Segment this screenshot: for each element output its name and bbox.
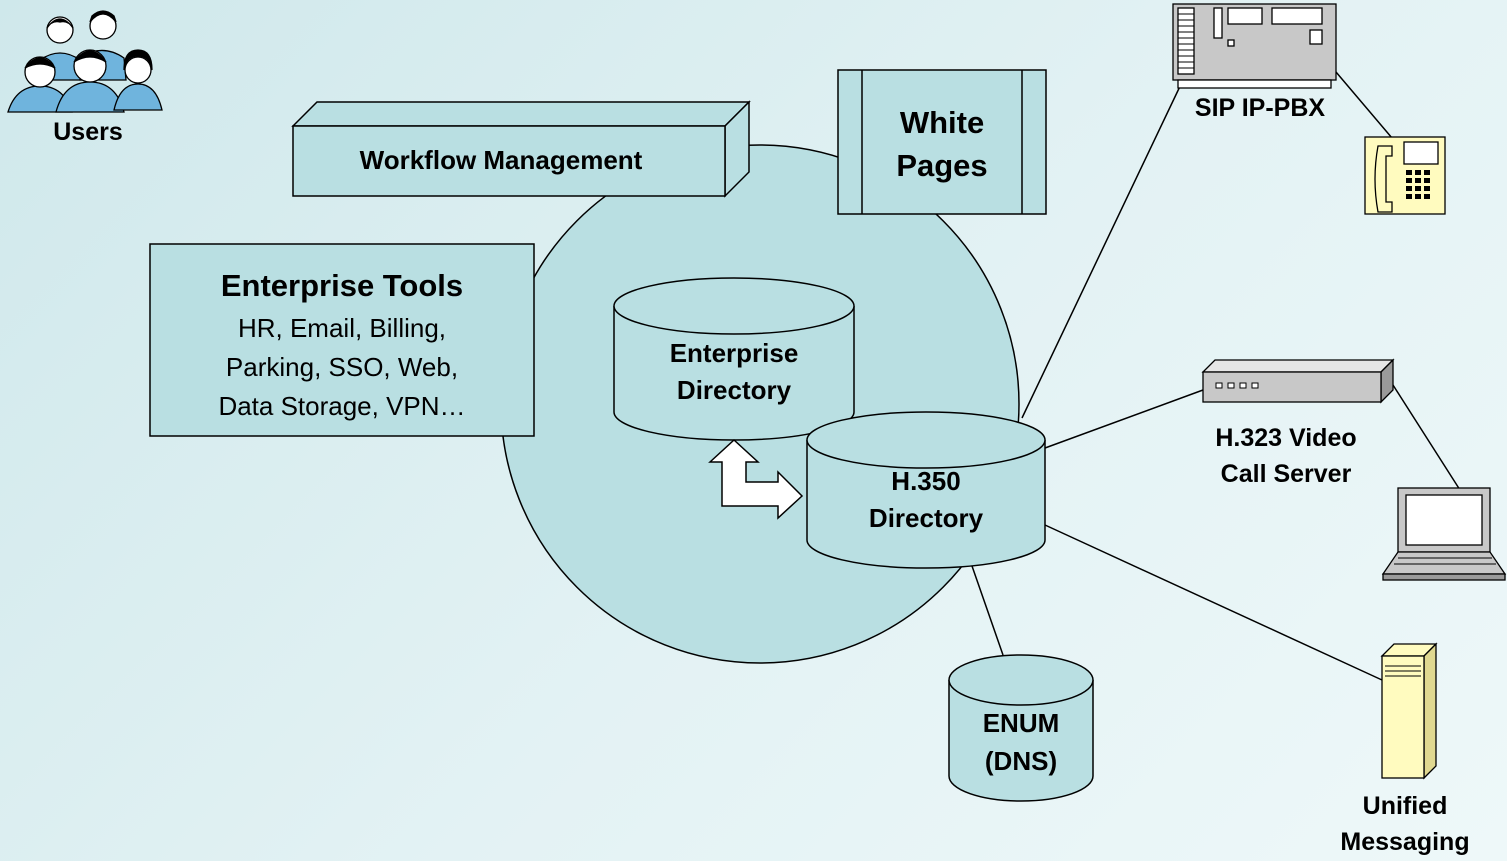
enum-line2: (DNS) [985,746,1057,776]
people-icon [7,10,163,113]
line-h350-enum [971,565,1004,656]
users-label: Users [53,118,123,146]
enterprise-directory-cylinder: Enterprise Directory [613,277,855,441]
enterprise-tools-line-3: Data Storage, VPN… [218,391,465,421]
line-h350-unified [1044,524,1383,681]
white-pages-line2: Pages [896,148,987,183]
video-server-icon [1201,358,1395,404]
workflow-management-box: Workflow Management [291,100,751,198]
phone-icon [1364,136,1446,215]
line-h350-sip [1021,79,1184,419]
line-sip-phone [1335,71,1393,139]
sync-arrow [708,438,804,520]
enterprise-tools-box: Enterprise Tools HR, Email, Billing, Par… [149,243,535,437]
laptop-icon [1381,487,1507,581]
enterprise-tools-line-2: Parking, SSO, Web, [226,352,458,382]
line-h350-h323 [1044,389,1204,449]
server-tower-icon [1380,642,1438,780]
white-pages-line1: White [900,105,984,140]
enum-line1: ENUM [983,708,1060,738]
sip-label: SIP IP-PBX [1195,94,1325,122]
h323-line1: H.323 Video [1215,424,1356,452]
line-h323-laptop [1392,384,1461,491]
connectors [971,71,1461,681]
enterprise-directory-line1: Enterprise [670,338,799,368]
unified-line1: Unified [1363,792,1448,820]
enterprise-tools-line-1: HR, Email, Billing, [238,313,446,343]
h350-line2: Directory [869,503,984,533]
white-pages-box: White Pages [837,69,1047,215]
enum-cylinder: ENUM (DNS) [948,654,1094,802]
h350-directory-cylinder: H.350 Directory [806,411,1046,569]
enterprise-directory-line2: Directory [677,375,792,405]
unified-line2: Messaging [1340,828,1469,856]
enterprise-tools-title: Enterprise Tools [221,268,463,303]
pbx-icon [1172,3,1337,89]
h323-line2: Call Server [1221,460,1352,488]
h350-line1: H.350 [891,466,960,496]
workflow-label: Workflow Management [360,145,643,175]
